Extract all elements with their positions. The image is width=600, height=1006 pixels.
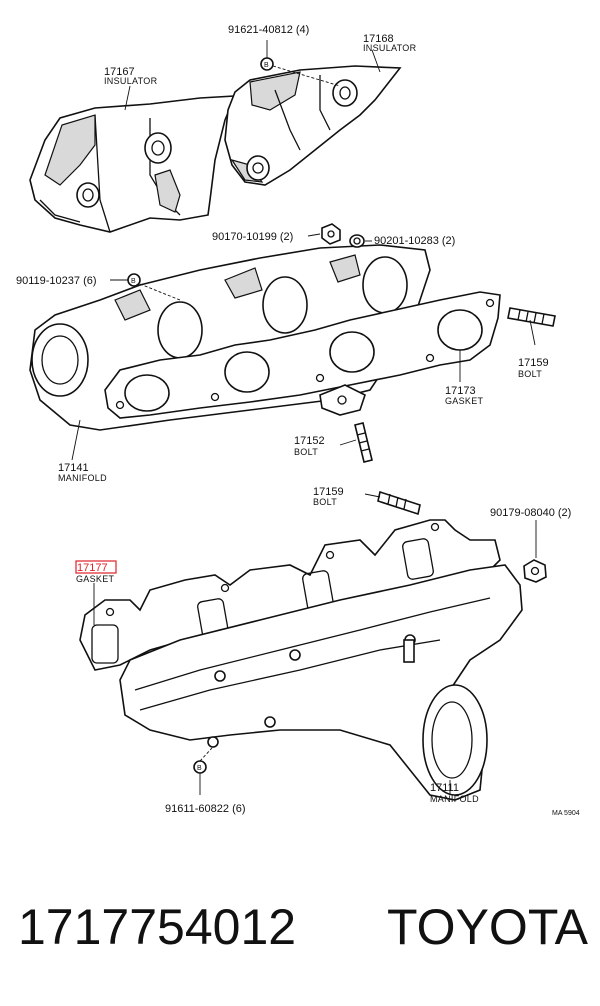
label-17111: 17111 (430, 782, 459, 794)
bolt-17159-upper (507, 307, 556, 327)
label-17168-desc: INSULATOR (363, 43, 417, 53)
gasket-17173 (104, 291, 501, 419)
label-90170: 90170-10199 (2) (212, 231, 293, 243)
label-17159-upper-desc: BOLT (518, 369, 542, 379)
label-17167-desc: INSULATOR (104, 76, 158, 86)
label-17141-desc: MANIFOLD (58, 473, 107, 483)
highlight-box-17177 (75, 560, 117, 574)
washer-90201 (349, 234, 365, 248)
label-17173-desc: GASKET (445, 396, 484, 406)
label-17159-upper: 17159 (518, 357, 549, 369)
label-17167: 17167 (104, 66, 135, 78)
label-17177[interactable]: 17177 (77, 562, 108, 574)
parts-diagram: B B (16, 24, 580, 817)
insulator-17167 (29, 95, 237, 233)
footer: 1717754012 TOYOTA (18, 898, 588, 968)
label-17177-desc: GASKET (76, 574, 115, 584)
label-90119: 90119-10237 (6) (16, 275, 97, 287)
label-17168: 17168 (363, 33, 394, 45)
callout-b-text: B (264, 62, 269, 69)
manifold-17111 (119, 564, 523, 801)
label-17152-desc: BOLT (294, 447, 318, 457)
nut-90170 (321, 223, 341, 245)
bolt-17159-lower (377, 490, 421, 516)
label-91611: 91611-60822 (6) (165, 803, 246, 815)
label-17111-desc: MANIFOLD (430, 794, 479, 804)
callout-b-text-3: B (197, 765, 202, 772)
label-17173: 17173 (445, 385, 476, 397)
label-90179: 90179-08040 (2) (490, 507, 571, 519)
nut-90179 (523, 559, 547, 583)
bolt-90119-callout: B (110, 273, 181, 301)
brand-name: TOYOTA (387, 899, 588, 955)
label-91621: 91621-40812 (4) (228, 24, 309, 36)
insulator-17168 (224, 65, 402, 186)
label-17159-lower-desc: BOLT (313, 497, 337, 507)
label-90201: 90201-10283 (2) (374, 235, 455, 247)
part-number: 1717754012 (18, 899, 297, 955)
callout-b-text-2: B (131, 278, 136, 285)
label-17152: 17152 (294, 435, 325, 447)
bolt-91611-callout: B (193, 747, 213, 795)
bolt-17152 (354, 422, 373, 463)
bolt-91621-callout: B (260, 40, 341, 87)
diagram-code: MA 5904 (552, 810, 580, 817)
label-17159-lower: 17159 (313, 486, 344, 498)
label-17141: 17141 (58, 462, 89, 474)
